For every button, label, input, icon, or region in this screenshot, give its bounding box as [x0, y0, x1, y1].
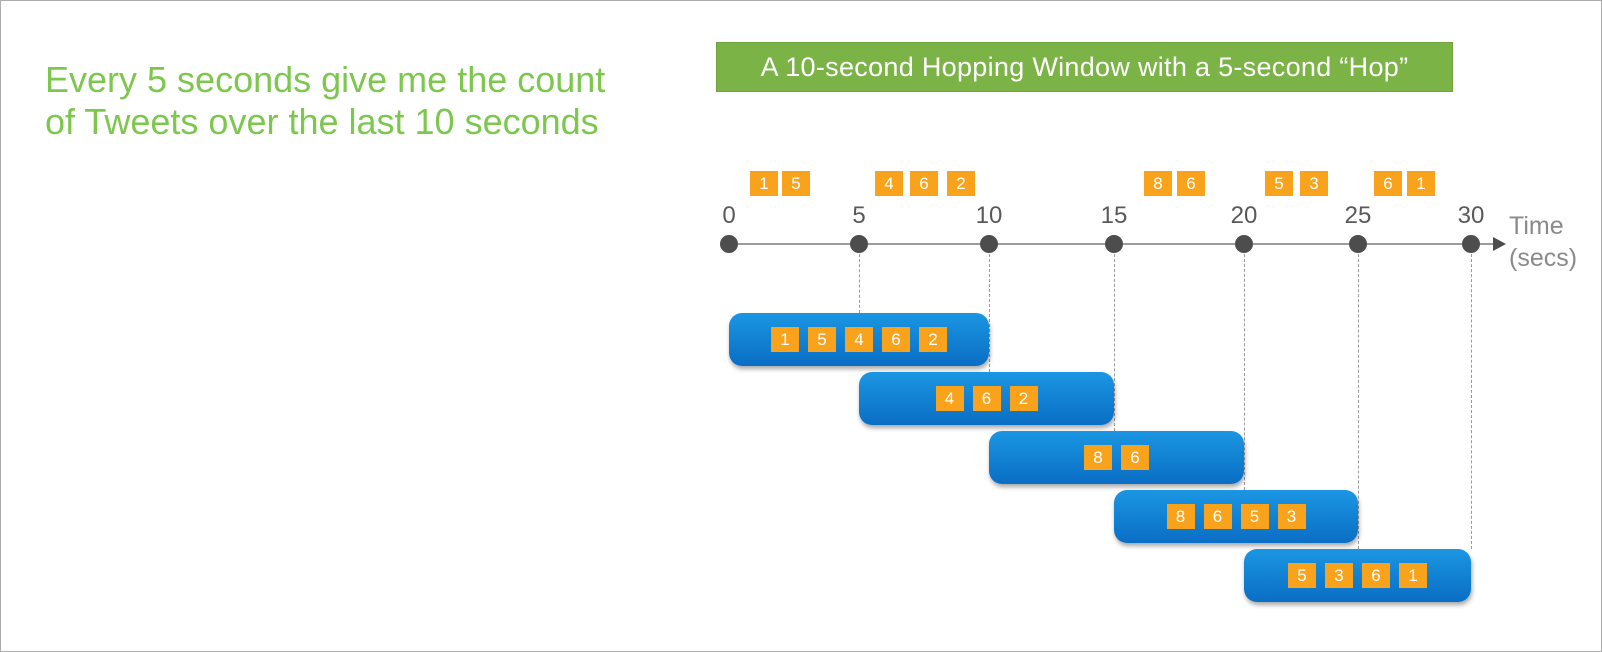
window-event-chip: 1 — [1399, 563, 1427, 588]
tick-label-15: 15 — [1100, 202, 1128, 229]
window-event-chip: 1 — [771, 327, 799, 352]
window-event-chip: 6 — [1121, 445, 1149, 470]
tick-dot-25 — [1349, 235, 1367, 253]
stream-event-chip: 6 — [910, 171, 938, 196]
stream-event-chip: 4 — [875, 171, 903, 196]
window-event-chip: 2 — [919, 327, 947, 352]
window-event-chip: 4 — [935, 386, 964, 411]
window-event-chip: 6 — [972, 386, 1001, 411]
tick-label-30: 30 — [1457, 202, 1485, 229]
window-event-chip: 5 — [1240, 504, 1269, 529]
tick-label-10: 10 — [975, 202, 1003, 229]
window-event-chip: 3 — [1277, 504, 1306, 529]
tick-dot-10 — [980, 235, 998, 253]
tick-dot-30 — [1462, 235, 1480, 253]
stream-event-chip: 6 — [1177, 171, 1205, 196]
tick-dot-5 — [850, 235, 868, 253]
window-event-chip: 5 — [1288, 563, 1316, 588]
window-event-chip: 6 — [882, 327, 910, 352]
window-event-chip: 6 — [1362, 563, 1390, 588]
stream-event-chip: 5 — [782, 171, 810, 196]
tick-label-0: 0 — [722, 202, 736, 229]
timeline-unit-line2: (secs) — [1509, 243, 1578, 272]
timeline-unit-label: Time (secs) — [1509, 211, 1577, 274]
dashed-drop-line-30 — [1471, 254, 1472, 549]
stream-event-chip: 8 — [1144, 171, 1172, 196]
window-event-chip: 3 — [1325, 563, 1353, 588]
tick-label-20: 20 — [1230, 202, 1258, 229]
dashed-drop-line-25 — [1358, 254, 1359, 549]
dashed-drop-line-15 — [1114, 254, 1115, 431]
title-banner-label: A 10-second Hopping Window with a 5-seco… — [760, 51, 1409, 82]
stream-event-chip: 1 — [750, 171, 778, 196]
dashed-drop-line-20 — [1244, 254, 1245, 490]
stream-event-chip: 3 — [1300, 171, 1328, 196]
stream-event-chip: 1 — [1407, 171, 1435, 196]
tick-dot-0 — [720, 235, 738, 253]
tick-dot-20 — [1235, 235, 1253, 253]
window-event-chip: 4 — [845, 327, 873, 352]
dashed-drop-line-10 — [989, 254, 990, 372]
timeline-arrow-icon — [1493, 237, 1506, 251]
tick-label-25: 25 — [1344, 202, 1372, 229]
timeline-unit-line1: Time — [1509, 212, 1564, 240]
dashed-drop-line-5 — [859, 254, 860, 313]
window-event-chip: 5 — [808, 327, 836, 352]
tick-label-5: 5 — [852, 202, 866, 229]
window-event-chip: 6 — [1203, 504, 1232, 529]
stream-event-chip: 2 — [947, 171, 975, 196]
window-event-chip: 8 — [1166, 504, 1195, 529]
prompt-text: Every 5 seconds give me the count of Twe… — [45, 59, 606, 143]
window-event-chip: 2 — [1009, 386, 1038, 411]
title-banner: A 10-second Hopping Window with a 5-seco… — [716, 42, 1453, 92]
stream-event-chip: 6 — [1374, 171, 1402, 196]
window-event-chip: 8 — [1084, 445, 1112, 470]
tick-dot-15 — [1105, 235, 1123, 253]
stream-event-chip: 5 — [1265, 171, 1293, 196]
